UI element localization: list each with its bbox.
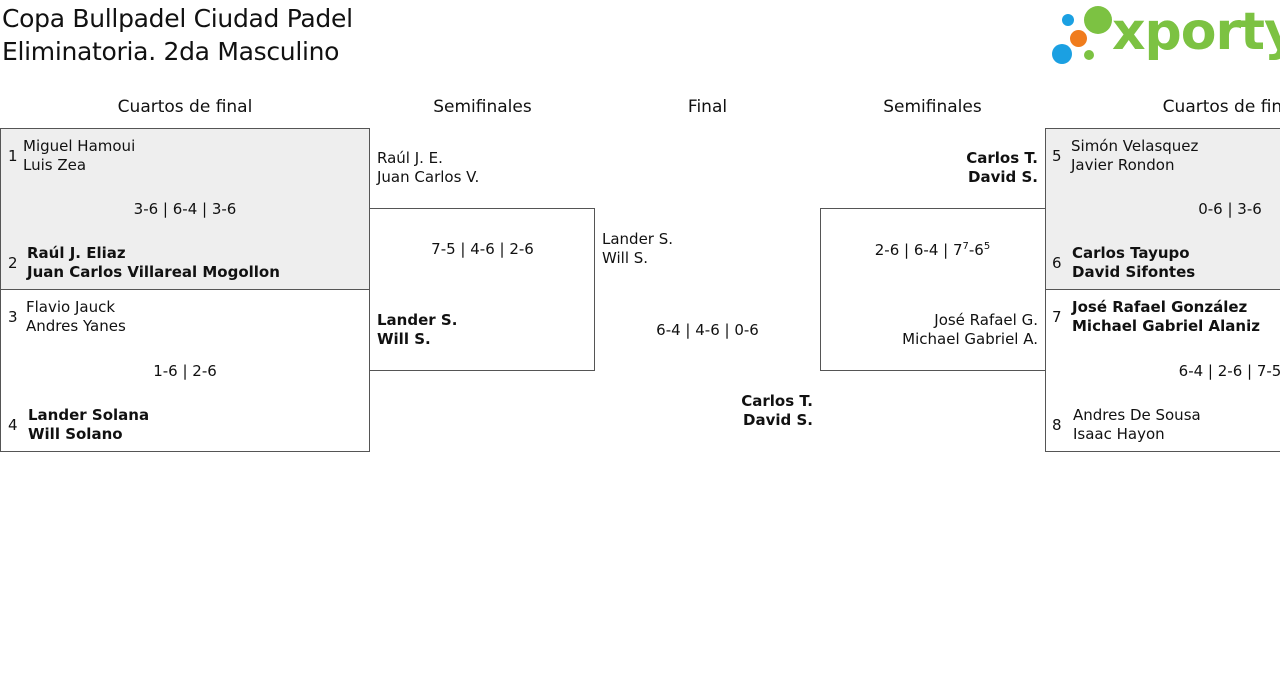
match-qf4[interactable]: 7 José Rafael González Michael Gabriel A… (1045, 289, 1280, 452)
player-name: Raúl J. Eliaz (27, 244, 126, 262)
sf2-team-top-winner[interactable]: Carlos T. David S. (826, 149, 1038, 187)
player-name: Flavio Jauck (26, 298, 116, 316)
match-sf2[interactable] (820, 208, 1046, 371)
set-score: 7 (952, 241, 963, 259)
player-name: Lander S. (602, 230, 674, 248)
team-bottom-winner[interactable]: Carlos Tayupo David Sifontes (1072, 244, 1195, 282)
logo-dot-green (1084, 6, 1112, 34)
match-sf1[interactable] (369, 208, 595, 371)
set-score: 6-4 (913, 241, 939, 259)
match-score: 1-6 | 2-6 (153, 362, 217, 380)
team-top[interactable]: Simón Velasquez Javier Rondon (1071, 137, 1198, 175)
seed-number: 7 (1052, 308, 1062, 326)
player-name: Lander S. (377, 311, 458, 329)
player-name: Michael Gabriel A. (902, 330, 1038, 348)
set-score: 6 (974, 241, 984, 259)
xporty-logo[interactable]: xporty (1050, 2, 1280, 68)
player-name: Isaac Hayon (1073, 425, 1165, 443)
player-name: Carlos Tayupo (1072, 244, 1190, 262)
round-heading-left-qf: Cuartos de final (117, 97, 253, 117)
player-name: Andres De Sousa (1073, 406, 1201, 424)
final-team-top[interactable]: Lander S. Will S. (602, 230, 673, 268)
player-name: David S. (743, 411, 813, 429)
sf1-team-bottom-winner[interactable]: Lander S. Will S. (377, 311, 457, 349)
seed-number: 2 (8, 254, 18, 272)
seed-number: 8 (1052, 416, 1062, 434)
seed-number: 1 (8, 147, 18, 165)
tiebreak-score: 5 (983, 241, 991, 252)
sf2-score: 2-6 | 6-4 | 77-65 (874, 241, 991, 259)
player-name: Lander Solana (28, 406, 150, 424)
tournament-name: Copa Bullpadel Ciudad Padel (2, 4, 353, 33)
match-score: 3-6 | 6-4 | 3-6 (133, 200, 237, 218)
page-title: Copa Bullpadel Ciudad Padel Eliminatoria… (2, 2, 353, 68)
player-name: Andres Yanes (26, 317, 126, 335)
player-name: David S. (968, 168, 1038, 186)
sf2-team-bottom[interactable]: José Rafael G. Michael Gabriel A. (826, 311, 1038, 349)
logo-dot-orange (1070, 30, 1087, 47)
player-name: Will S. (377, 330, 431, 348)
player-name: David Sifontes (1072, 263, 1196, 281)
player-name: Simón Velasquez (1071, 137, 1199, 155)
player-name: Juan Carlos Villareal Mogollon (27, 263, 280, 281)
team-bottom-winner[interactable]: Raúl J. Eliaz Juan Carlos Villareal Mogo… (27, 244, 280, 282)
final-team-bottom-winner[interactable]: Carlos T. David S. (600, 392, 813, 430)
player-name: Michael Gabriel Alaniz (1072, 317, 1260, 335)
player-name: Carlos T. (966, 149, 1038, 167)
team-top[interactable]: Miguel Hamoui Luis Zea (23, 137, 135, 175)
team-bottom-winner[interactable]: Lander Solana Will Solano (28, 406, 149, 444)
round-heading-right-sf: Semifinales (883, 97, 982, 117)
match-qf1[interactable]: 1 Miguel Hamoui Luis Zea 3-6 | 6-4 | 3-6… (0, 128, 370, 290)
round-heading-final: Final (687, 97, 728, 117)
match-qf3[interactable]: 5 Simón Velasquez Javier Rondon 0-6 | 3-… (1045, 128, 1280, 290)
player-name: Will S. (602, 249, 649, 267)
draw-name: Eliminatoria. 2da Masculino (2, 37, 340, 66)
team-top[interactable]: Flavio Jauck Andres Yanes (26, 298, 126, 336)
set-score: 2-6 (874, 241, 900, 259)
match-score: 6-4 | 2-6 | 7-5 (1178, 362, 1280, 380)
match-score: 0-6 | 3-6 (1198, 200, 1262, 218)
team-bottom[interactable]: Andres De Sousa Isaac Hayon (1073, 406, 1201, 444)
player-name: Will Solano (28, 425, 123, 443)
round-heading-left-sf: Semifinales (433, 97, 532, 117)
seed-number: 6 (1052, 254, 1062, 272)
seed-number: 3 (8, 308, 18, 326)
logo-dot-green-small (1084, 50, 1094, 60)
team-top-winner[interactable]: José Rafael González Michael Gabriel Ala… (1072, 298, 1260, 336)
tiebreak-score: 7 (962, 241, 969, 252)
logo-dot-blue-large (1052, 44, 1072, 64)
final-score: 6-4 | 4-6 | 0-6 (656, 321, 759, 339)
player-name: José Rafael González (1072, 298, 1248, 316)
sf1-team-top[interactable]: Raúl J. E. Juan Carlos V. (377, 149, 479, 187)
player-name: Raúl J. E. (377, 149, 443, 167)
player-name: Carlos T. (741, 392, 813, 410)
logo-wordmark: xporty (1112, 2, 1280, 62)
player-name: Miguel Hamoui (23, 137, 136, 155)
seed-number: 5 (1052, 147, 1062, 165)
player-name: Luis Zea (23, 156, 87, 174)
match-qf2[interactable]: 3 Flavio Jauck Andres Yanes 1-6 | 2-6 4 … (0, 289, 370, 452)
player-name: Juan Carlos V. (377, 168, 480, 186)
logo-dot-blue-small (1062, 14, 1074, 26)
player-name: Javier Rondon (1071, 156, 1175, 174)
player-name: José Rafael G. (934, 311, 1038, 329)
seed-number: 4 (8, 416, 18, 434)
round-heading-right-qf: Cuartos de final (1162, 97, 1280, 117)
sf1-score: 7-5 | 4-6 | 2-6 (431, 240, 534, 258)
